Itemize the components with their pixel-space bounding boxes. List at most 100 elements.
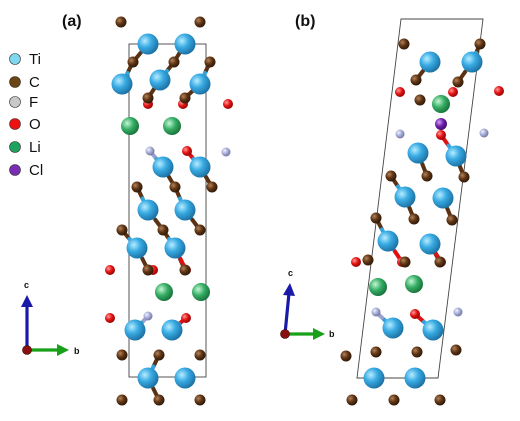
- ti-atom: [432, 187, 454, 209]
- c-atom: [127, 56, 139, 68]
- ti-atom: [382, 317, 404, 339]
- legend-label-f: F: [29, 94, 38, 111]
- legend-label-c: C: [29, 74, 40, 91]
- ti-atom: [152, 156, 174, 178]
- legend-label-o: O: [29, 116, 41, 133]
- ti-atom: [419, 233, 441, 255]
- b-axis-arrowhead: [57, 344, 69, 356]
- ti-atom: [137, 367, 159, 389]
- f-atom: [221, 147, 231, 157]
- ti-atom: [174, 33, 196, 55]
- axis-label-c-a: c: [24, 280, 29, 290]
- f-atom: [453, 307, 463, 317]
- ti-atom: [445, 145, 467, 167]
- ti-atom: [111, 73, 133, 95]
- c-atom: [157, 224, 169, 236]
- f-atom: [371, 307, 381, 317]
- axis-label-b-b: b: [329, 329, 335, 339]
- c-atom: [206, 181, 218, 193]
- c-atom: [421, 170, 433, 182]
- c-atom: [410, 74, 422, 86]
- legend-swatch-c: [9, 76, 21, 88]
- c-atom: [434, 256, 446, 268]
- c-atom: [474, 38, 486, 50]
- c-atom: [194, 394, 206, 406]
- unit-cell-a: [128, 43, 207, 378]
- o-atom: [494, 86, 504, 96]
- axis-label-b-a: b: [74, 346, 80, 356]
- c-atom: [115, 16, 127, 28]
- ti-atom: [174, 199, 196, 221]
- axis-triad-b: c b: [280, 268, 335, 340]
- legend-label-cl: Cl: [29, 162, 43, 179]
- f-atom: [143, 311, 153, 321]
- f-atom: [145, 146, 155, 156]
- c-atom: [458, 171, 470, 183]
- c-atom: [362, 254, 374, 266]
- legend-swatch-ti: [9, 53, 21, 65]
- ti-atom: [404, 367, 426, 389]
- li-atom: [432, 95, 450, 113]
- li-atom: [163, 117, 181, 135]
- c-atom: [179, 264, 191, 276]
- ti-atom: [377, 230, 399, 252]
- c-atom: [434, 394, 446, 406]
- c-atom: [116, 224, 128, 236]
- ti-atom: [394, 186, 416, 208]
- ti-atom: [149, 69, 171, 91]
- ti-atom: [189, 73, 211, 95]
- o-atom: [105, 265, 115, 275]
- ti-atom: [124, 319, 146, 341]
- c-atom: [446, 214, 458, 226]
- atoms-layer: [105, 16, 504, 406]
- ti-atom: [164, 237, 186, 259]
- c-axis-arrowhead: [283, 283, 295, 296]
- b-axis-arrowhead: [313, 328, 325, 340]
- cl-atom: [435, 118, 447, 130]
- legend-swatch-o: [9, 118, 21, 130]
- ti-atom: [363, 367, 385, 389]
- panel-label-a: (a): [62, 13, 82, 30]
- li-atom: [369, 278, 387, 296]
- o-atom: [223, 99, 233, 109]
- o-atom: [351, 257, 361, 267]
- c-atom: [153, 394, 165, 406]
- ti-atom: [137, 33, 159, 55]
- legend-swatch-li: [9, 141, 21, 153]
- a-axis-dot: [280, 329, 290, 339]
- legend-label-li: Li: [29, 139, 41, 156]
- ti-atom: [137, 199, 159, 221]
- c-atom: [388, 394, 400, 406]
- a-axis-dot: [22, 345, 32, 355]
- ti-atom: [422, 319, 444, 341]
- ti-atom: [407, 142, 429, 164]
- axis-triad-a: c b: [21, 280, 80, 356]
- c-atom: [346, 394, 358, 406]
- c-atom: [194, 16, 206, 28]
- panel-label-b: (b): [295, 13, 315, 30]
- ti-atom: [126, 237, 148, 259]
- li-atom: [121, 117, 139, 135]
- c-atom: [142, 92, 154, 104]
- bonds-layer: [120, 42, 482, 402]
- c-atom: [153, 349, 165, 361]
- c-atom: [399, 256, 411, 268]
- element-legend: Ti C F O Li Cl: [9, 51, 43, 179]
- axis-label-c-b: c: [288, 268, 293, 278]
- c-axis-arrow: [283, 292, 291, 335]
- ti-atom: [174, 367, 196, 389]
- c-atom: [452, 76, 464, 88]
- c-atom: [116, 349, 128, 361]
- li-atom: [405, 275, 423, 293]
- c-atom: [370, 212, 382, 224]
- legend-swatch-cl: [9, 164, 21, 176]
- legend-label-ti: Ti: [29, 51, 41, 68]
- o-atom: [182, 146, 192, 156]
- f-atom: [395, 129, 405, 139]
- o-atom: [395, 87, 405, 97]
- li-atom: [192, 283, 210, 301]
- c-axis-arrowhead: [21, 295, 33, 307]
- ti-atom: [461, 51, 483, 73]
- c-atom: [169, 181, 181, 193]
